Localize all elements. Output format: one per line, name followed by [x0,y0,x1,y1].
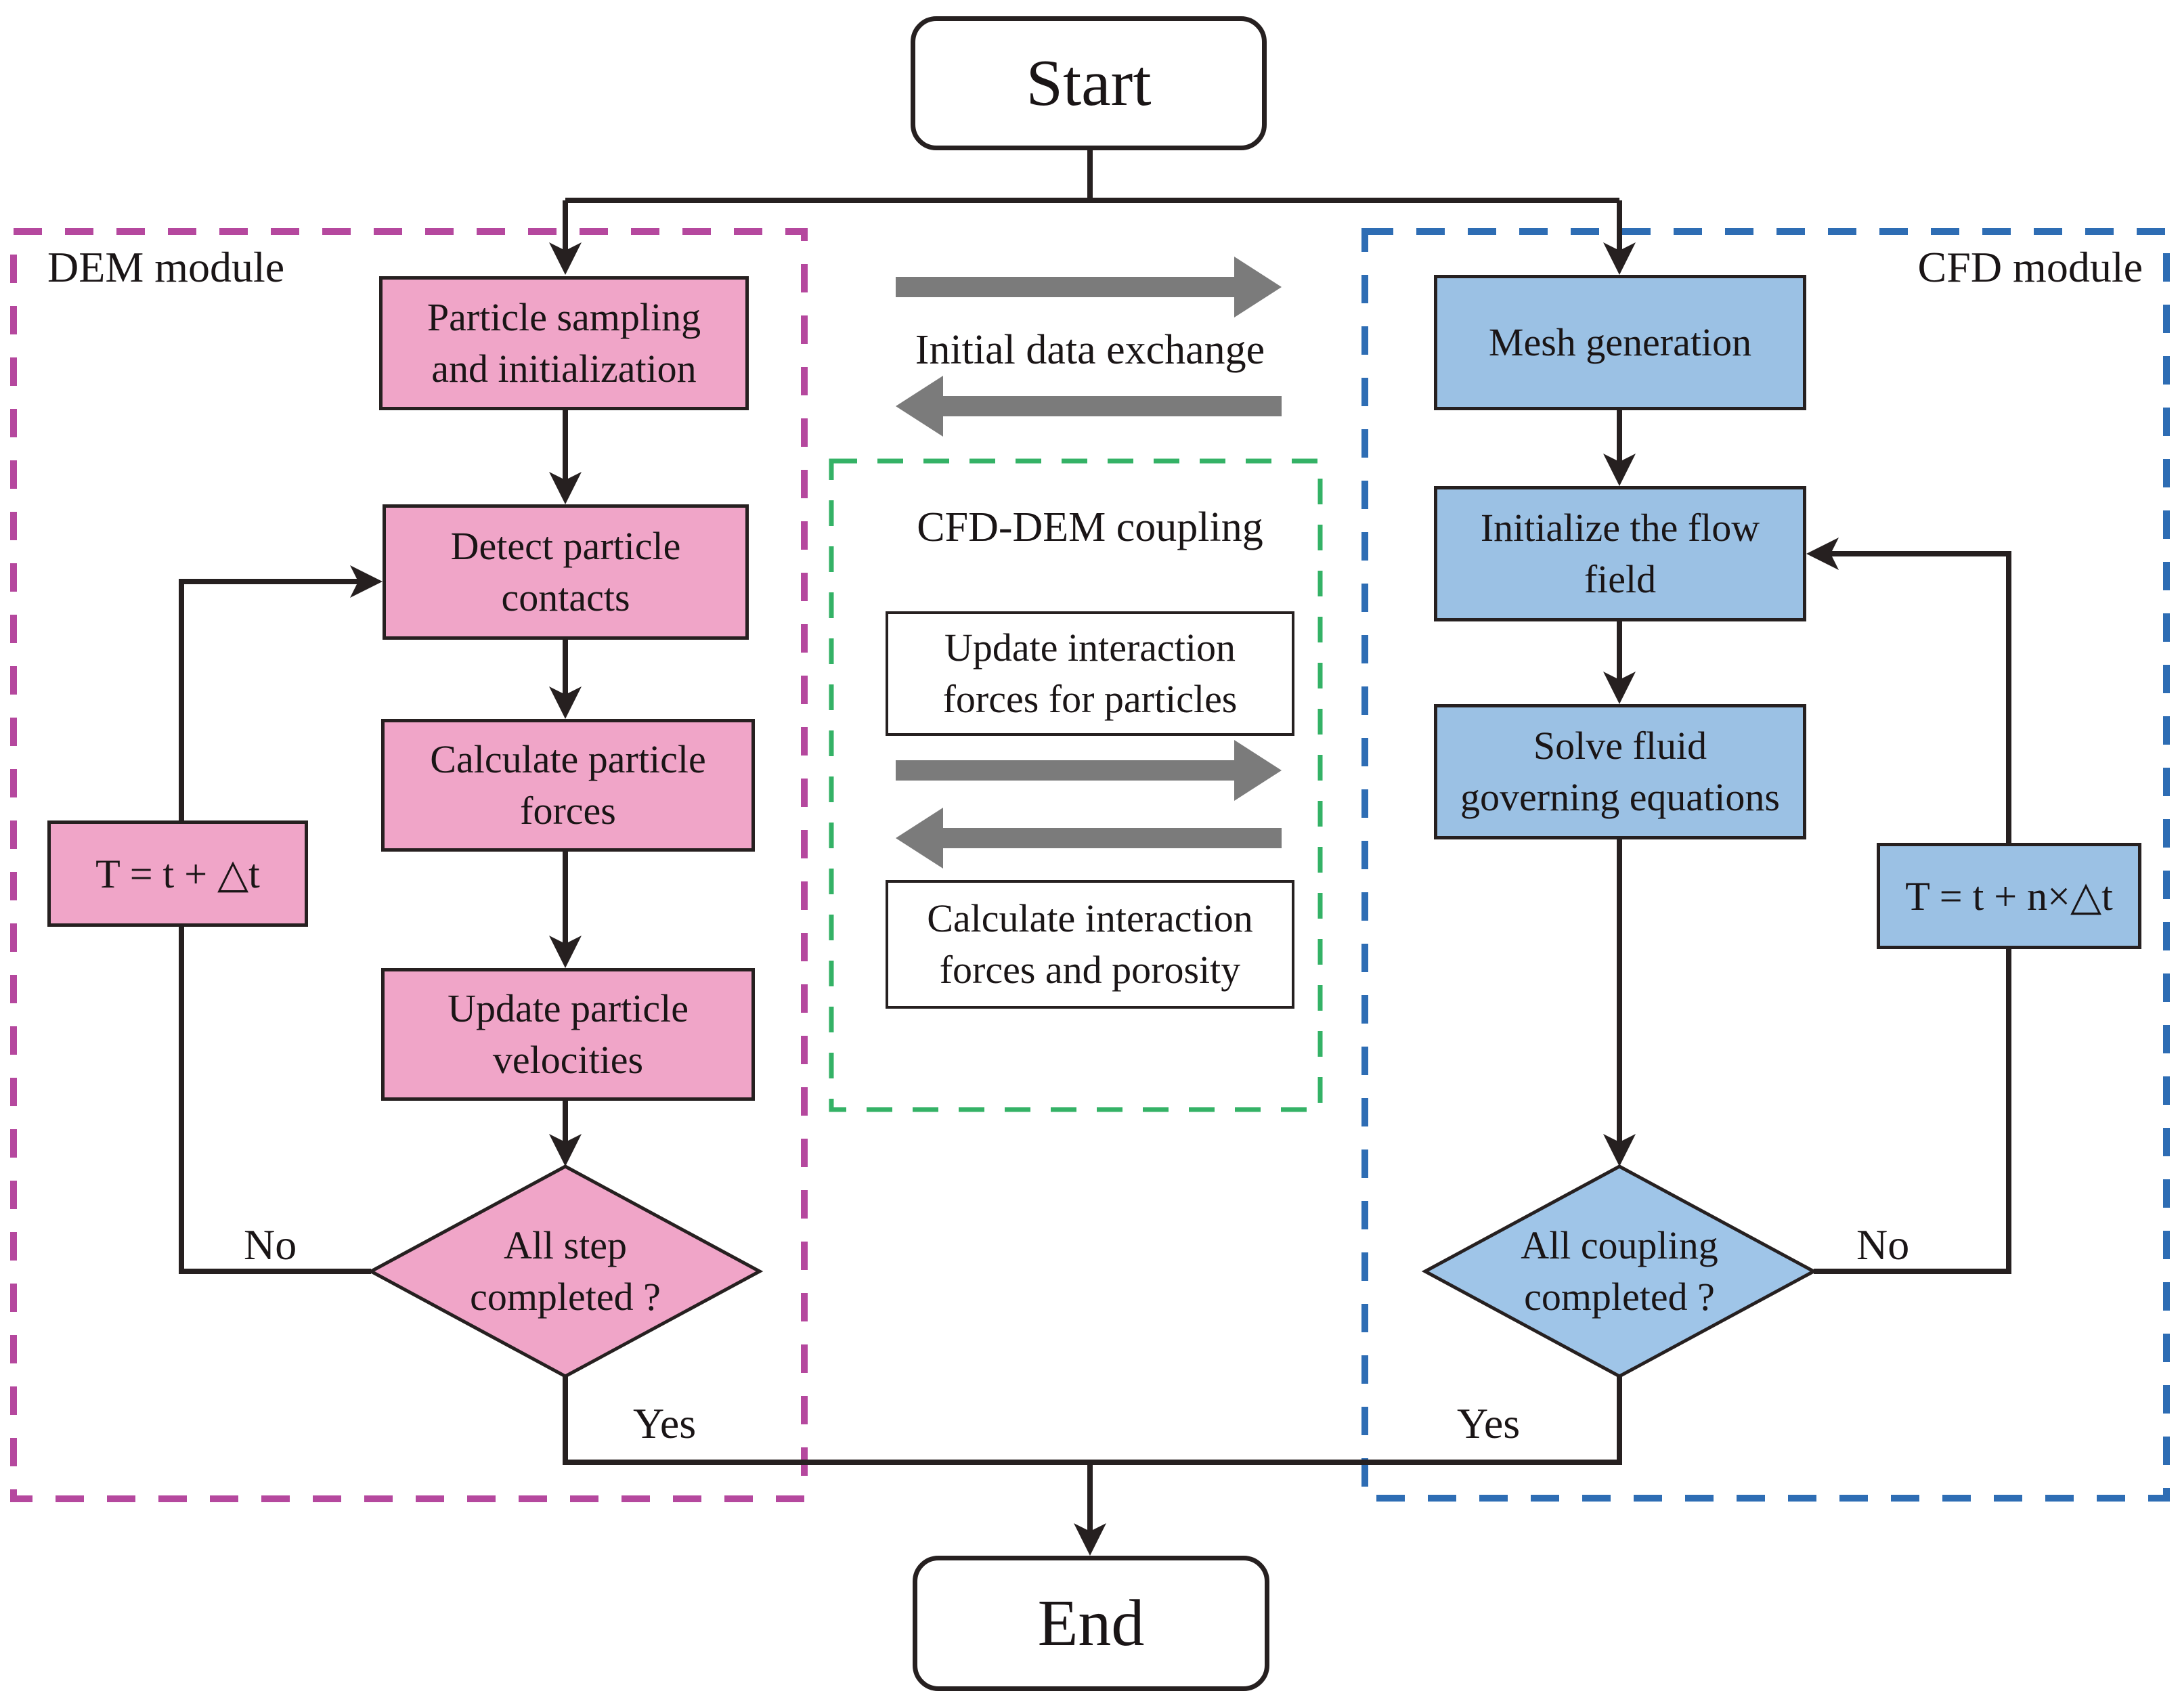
dem-decision-label: All step completed ? [416,1212,714,1331]
dem-yes-label: Yes [633,1399,697,1447]
coupling-calculate-line2: forces and porosity [939,948,1241,992]
coupling-calculate-line1: Calculate interaction [927,896,1253,940]
dem-decision-line2: completed ? [470,1275,661,1319]
dem-forces-line1: Calculate particle [430,737,706,781]
dem-velocities-line1: Update particle [448,986,689,1030]
cfd-decision-line2: completed ? [1524,1275,1715,1319]
exchange-arrow-left-top [896,376,1282,437]
cfd-solve-box: Solve fluid governing equations [1434,704,1806,839]
coupling-title-label: CFD-DEM coupling [917,504,1263,550]
end-terminal: End [913,1556,1269,1691]
cfd-module-label: CFD module [1917,243,2143,291]
cfd-timestep-label: T = t + n×△t [1905,873,2113,919]
cfd-yes-label: Yes [1457,1399,1521,1447]
dem-detect-line2: contacts [501,575,630,619]
cfd-decision-line1: All coupling [1521,1223,1718,1267]
dem-timestep-box: T = t + △t [47,820,308,927]
start-terminal: Start [911,16,1267,150]
dem-timestep-label: T = t + △t [95,851,260,896]
dem-no-label: No [244,1221,297,1269]
dem-decision-diamond [367,1164,764,1378]
cfd-no-label: No [1856,1221,1910,1269]
dem-module-label: DEM module [47,243,285,291]
dem-sampling-line2: and initialization [431,347,697,391]
coupling-update-line2: forces for particles [942,677,1238,721]
end-label: End [1037,1587,1145,1660]
cfd-module-outline [1361,228,2170,1502]
dem-forces-line2: forces [520,789,616,833]
start-label: Start [1026,47,1152,120]
coupling-update-line1: Update interaction [944,626,1236,670]
dem-forces-box: Calculate particle forces [381,719,755,852]
exchange-arrow-left-mid [896,808,1282,869]
exchange-arrow-right-mid [896,740,1282,801]
cfd-solve-line1: Solve fluid [1533,724,1707,768]
cfd-mesh-box: Mesh generation [1434,275,1806,410]
dem-detect-box: Detect particle contacts [383,504,749,640]
coupling-calculate-box: Calculate interaction forces and porosit… [886,880,1294,1009]
dem-detect-line1: Detect particle [450,524,681,568]
cfd-init-box: Initialize the flow field [1434,486,1806,621]
initial-exchange-label: Initial data exchange [915,327,1265,373]
cfd-init-line1: Initialize the flow [1480,506,1760,550]
dem-sampling-line1: Particle sampling [427,295,701,339]
cfd-solve-line2: governing equations [1460,775,1780,819]
coupling-outline [829,458,1323,1112]
coupling-update-box: Update interaction forces for particles [886,611,1294,736]
cfd-decision-label: All coupling completed ? [1470,1212,1768,1331]
cfd-init-line2: field [1584,557,1657,601]
dem-velocities-box: Update particle velocities [381,968,755,1101]
exchange-arrow-right-top [896,257,1282,317]
cfd-decision-diamond [1421,1164,1818,1378]
dem-velocities-line2: velocities [492,1038,644,1082]
connector-arrowheads [350,242,1839,1556]
dem-sampling-box: Particle sampling and initialization [379,276,749,410]
dem-decision-line1: All step [503,1223,628,1267]
cfd-mesh-label: Mesh generation [1488,320,1752,364]
cfd-timestep-box: T = t + n×△t [1877,843,2141,949]
exchange-arrows [896,257,1282,869]
